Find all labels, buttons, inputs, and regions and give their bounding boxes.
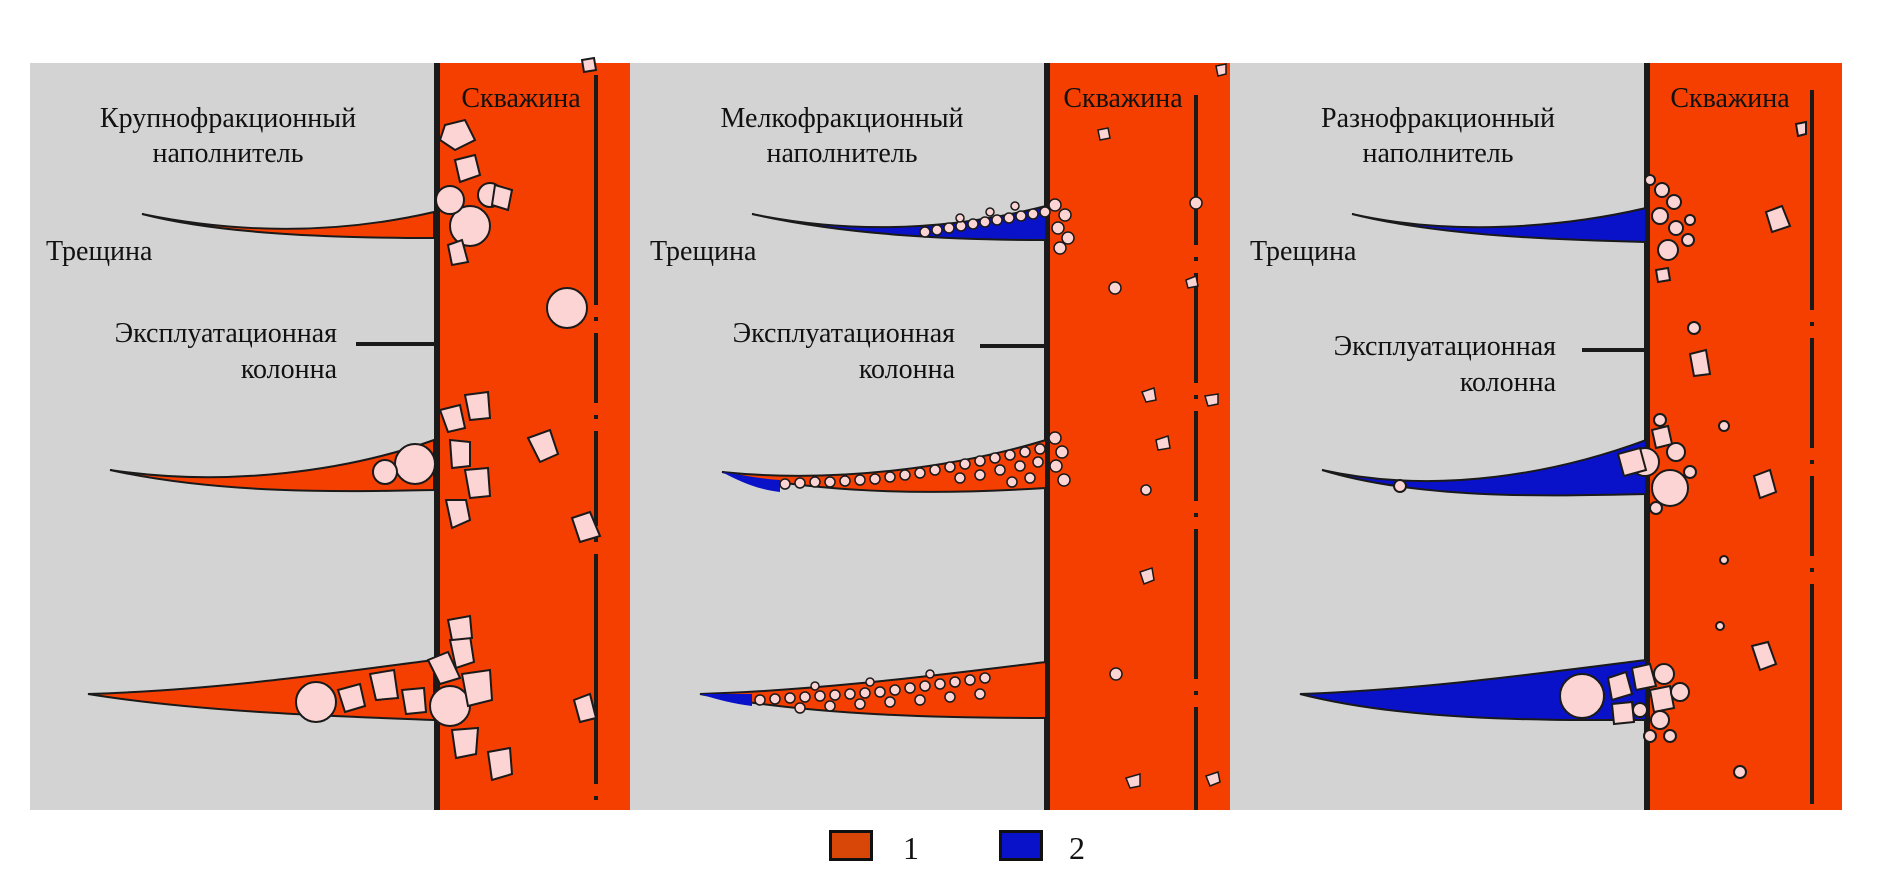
crack-label: Трещина <box>46 236 153 267</box>
fracture-bottom <box>699 660 1047 720</box>
filler-title-line2: наполнитель <box>1362 138 1513 169</box>
casing-label-line1: Эксплуатационная <box>733 318 955 349</box>
legend-label-1: 1 <box>903 830 919 866</box>
casing-label-line2: колонна <box>241 354 338 385</box>
well-label: Скважина <box>1670 83 1790 114</box>
crack-label: Трещина <box>650 236 757 267</box>
well-bore <box>1046 63 1230 810</box>
casing-label-line2: колонна <box>1460 367 1557 398</box>
fracture-bottom <box>1299 658 1647 722</box>
casing-label-line2: колонна <box>859 354 956 385</box>
fracture-top <box>1351 206 1647 244</box>
panel-fine-labels: Мелкофракционный наполнитель Скважина Тр… <box>650 83 1183 385</box>
legend-label-2: 2 <box>1069 830 1085 866</box>
coarse-proppant <box>295 56 602 782</box>
panel-fine <box>630 63 1230 810</box>
fine-proppant <box>754 63 1227 789</box>
panel-coarse-labels: Крупнофракционный наполнитель Скважина Т… <box>46 83 581 385</box>
crack-label: Трещина <box>1250 236 1357 267</box>
legend-swatch-2 <box>999 830 1043 861</box>
filler-title-line2: наполнитель <box>152 138 303 169</box>
panel-mixed <box>1230 63 1842 810</box>
fracture-bottom-tip <box>700 694 752 706</box>
casing-label-line1: Эксплуатационная <box>115 318 337 349</box>
mixed-proppant <box>1393 120 1807 779</box>
well-label: Скважина <box>1063 83 1183 114</box>
fracture-top <box>751 204 1047 242</box>
legend-swatch-1 <box>829 830 873 861</box>
filler-title-line1: Разнофракционный <box>1321 103 1555 134</box>
casing-label-line1: Эксплуатационная <box>1334 331 1556 362</box>
fracture-top <box>141 210 435 240</box>
panel-mixed-labels: Разнофракционный наполнитель Скважина Тр… <box>1250 83 1790 398</box>
well-label: Скважина <box>461 83 581 114</box>
legend: 1 2 <box>0 828 1881 878</box>
fracture-middle-tip <box>722 472 780 492</box>
filler-title-line1: Мелкофракционный <box>720 103 963 134</box>
filler-title-line1: Крупнофракционный <box>100 103 356 134</box>
filler-title-line2: наполнитель <box>766 138 917 169</box>
panel-coarse <box>30 56 630 810</box>
